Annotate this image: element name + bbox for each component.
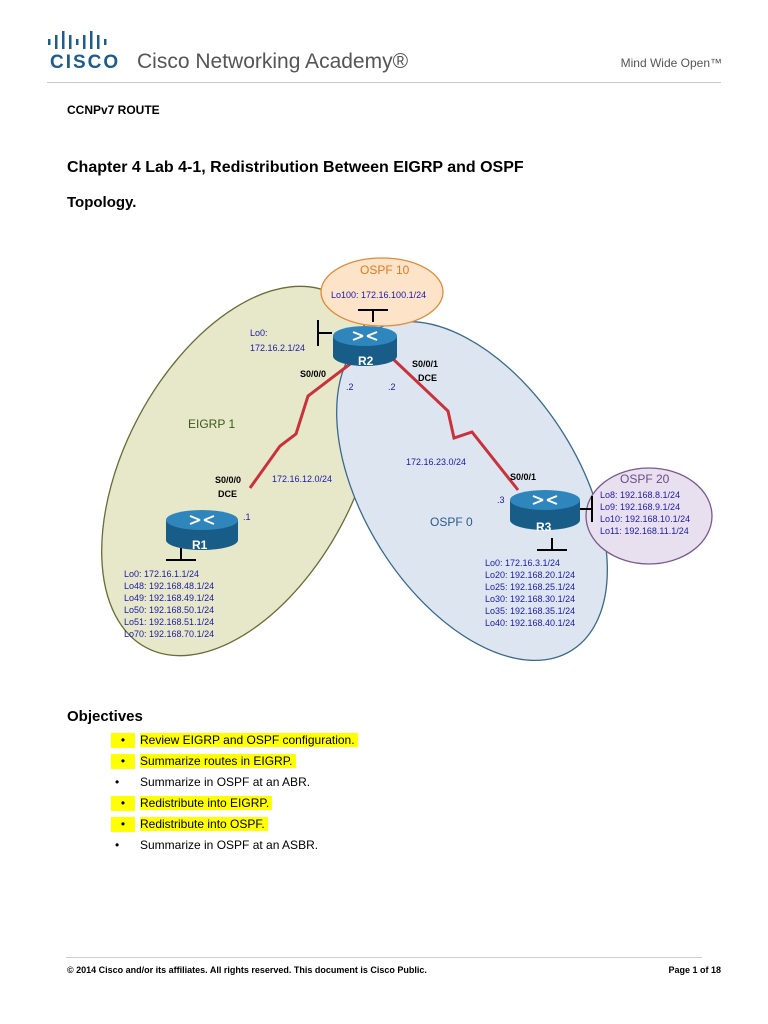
objective-text: Summarize in OSPF at an ABR.	[140, 775, 311, 789]
ospf10-area	[320, 257, 444, 327]
router-r2-label: R2	[358, 354, 374, 368]
r2-lo100: Lo100: 172.16.100.1/24	[331, 290, 426, 300]
topology-diagram: OSPF 10 EIGRP 1 OSPF 0 OSPF 20 R2 R1 R3 …	[101, 257, 713, 662]
ospf0-label: OSPF 0	[430, 515, 473, 529]
r3-host: .3	[497, 495, 505, 505]
r1-dce: DCE	[218, 489, 237, 499]
list-item: • Summarize routes in EIGRP.	[67, 754, 358, 775]
footer-copyright: © 2014 Cisco and/or its affiliates. All …	[67, 965, 427, 975]
router-icon	[510, 490, 580, 530]
loopback-entry: Lo20: 192.168.20.1/24	[485, 570, 575, 580]
loopback-entry: Lo49: 192.168.49.1/24	[124, 593, 214, 603]
router-icon	[166, 510, 238, 550]
objectives-heading: Objectives	[67, 708, 143, 725]
list-item: • Redistribute into OSPF.	[67, 817, 358, 838]
r3-s001: S0/0/1	[510, 472, 536, 482]
objective-text: Redistribute into EIGRP.	[140, 796, 273, 810]
list-item: • Summarize in OSPF at an ABR.	[67, 775, 358, 796]
loopback-entry: Lo10: 192.168.10.1/24	[600, 514, 690, 524]
r3-ospf20-loopback-list: Lo8: 192.168.8.1/24 Lo9: 192.168.9.1/24 …	[600, 490, 690, 536]
loopback-entry: Lo50: 192.168.50.1/24	[124, 605, 214, 615]
header-divider	[47, 82, 721, 83]
eigrp1-label: EIGRP 1	[188, 417, 235, 431]
r2-s001: S0/0/1	[412, 359, 438, 369]
objectives-list: • Review EIGRP and OSPF configuration. • S…	[67, 733, 358, 859]
bullet: •	[111, 817, 135, 832]
r2-s001-dce: DCE	[418, 373, 437, 383]
cisco-bars-logo	[48, 31, 107, 49]
r1-host: .1	[243, 512, 251, 522]
r2-left-host: .2	[346, 382, 354, 392]
page-title: Chapter 4 Lab 4-1, Redistribution Betwee…	[67, 159, 524, 176]
footer-divider	[66, 957, 702, 958]
loopback-entry: Lo30: 192.168.30.1/24	[485, 594, 575, 604]
serial-link-r1-r2	[248, 356, 359, 489]
list-item: • Redistribute into EIGRP.	[67, 796, 358, 817]
bullet: •	[111, 733, 135, 748]
loopback-entry: Lo8: 192.168.8.1/24	[600, 490, 680, 500]
objective-text: Redistribute into OSPF.	[140, 817, 268, 831]
ospf10-label: OSPF 10	[360, 263, 410, 277]
cisco-wordmark: CISCO	[50, 52, 121, 73]
r2-lo0-line2: 172.16.2.1/24	[250, 343, 305, 353]
ospf20-area	[585, 467, 713, 565]
loopback-entry: Lo25: 192.168.25.1/24	[485, 582, 575, 592]
objective-text: Summarize routes in EIGRP.	[140, 754, 296, 768]
r1-loopback-list: Lo0: 172.16.1.1/24 Lo48: 192.168.48.1/24…	[124, 569, 214, 639]
academy-name: Cisco Networking Academy®	[137, 50, 409, 73]
list-item: • Review EIGRP and OSPF configuration.	[67, 733, 358, 754]
link-r1-r2-subnet: 172.16.12.0/24	[272, 474, 332, 484]
loopback-entry: Lo0: 172.16.1.1/24	[124, 569, 199, 579]
link-r2-r3-subnet: 172.16.23.0/24	[406, 457, 466, 467]
loopback-entry: Lo48: 192.168.48.1/24	[124, 581, 214, 591]
router-r1-label: R1	[192, 538, 208, 552]
loopback-entry: Lo0: 172.16.3.1/24	[485, 558, 560, 568]
ospf20-label: OSPF 20	[620, 472, 670, 486]
objective-text: Review EIGRP and OSPF configuration.	[140, 733, 358, 747]
loopback-entry: Lo9: 192.168.9.1/24	[600, 502, 680, 512]
list-item: • Summarize in OSPF at an ASBR.	[67, 838, 358, 859]
tagline: Mind Wide Open™	[620, 56, 722, 70]
loopback-entry: Lo35: 192.168.35.1/24	[485, 606, 575, 616]
loopback-entry: Lo70: 192.168.70.1/24	[124, 629, 214, 639]
loopback-entry: Lo40: 192.168.40.1/24	[485, 618, 575, 628]
r2-lo0-line1: Lo0:	[250, 328, 268, 338]
r1-s000: S0/0/0	[215, 475, 241, 485]
r2-right-host: .2	[388, 382, 396, 392]
course-name: CCNPv7 ROUTE	[67, 103, 160, 117]
loopback-entry: Lo51: 192.168.51.1/24	[124, 617, 214, 627]
bullet: •	[111, 754, 135, 769]
topology-heading: Topology.	[67, 194, 137, 211]
bullet: •	[115, 838, 120, 852]
bullet: •	[111, 796, 135, 811]
router-r3-label: R3	[536, 520, 552, 534]
router-icon	[333, 326, 397, 366]
bullet: •	[115, 775, 120, 789]
r2-s000: S0/0/0	[300, 369, 326, 379]
objective-text: Summarize in OSPF at an ASBR.	[140, 838, 319, 852]
serial-link-r2-r3	[390, 356, 520, 491]
loopback-entry: Lo11: 192.168.11.1/24	[600, 526, 689, 536]
r3-loopback-list: Lo0: 172.16.3.1/24 Lo20: 192.168.20.1/24…	[485, 558, 575, 628]
page-number: Page 1 of 18	[668, 965, 721, 975]
